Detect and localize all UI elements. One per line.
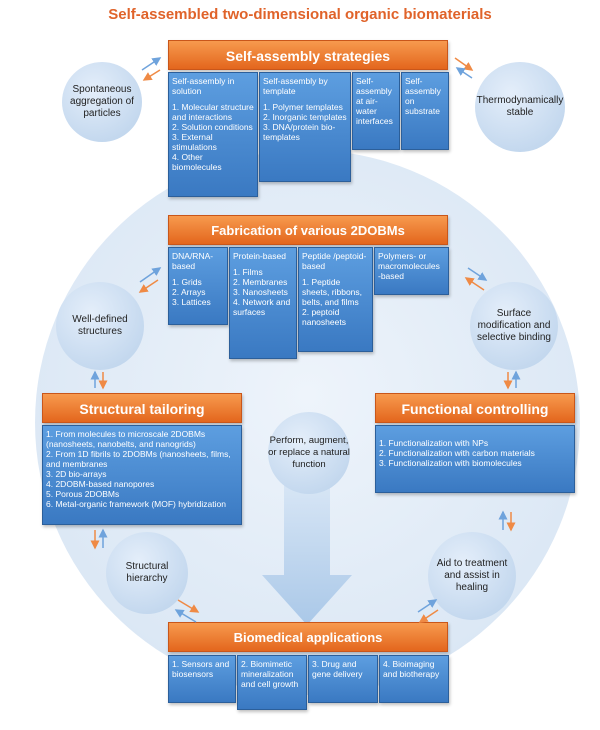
- fabrication-header: Fabrication of various 2DOBMs: [168, 215, 448, 245]
- structural-item: 3. 2D bio-arrays: [46, 469, 107, 479]
- strategy-col-template: Self-assembly by template 1. Polymer tem…: [259, 72, 351, 182]
- strategies-header: Self-assembly strategies: [168, 40, 448, 70]
- fabrication-col-protein: Protein-based 1. Films 2. Membranes 3. N…: [229, 247, 297, 359]
- strategy-col-heading: Self-assembly in solution: [172, 76, 235, 96]
- circle-label: Well-defined structures: [72, 314, 128, 337]
- arrow-orange: [177, 599, 200, 613]
- arrow-blue: [139, 267, 162, 283]
- strategy-item: 1. Molecular structure and interactions: [172, 102, 254, 122]
- circle-hierarchy: Structural hierarchy: [106, 532, 188, 614]
- fabrication-col-heading: Polymers- or macromolecules -based: [378, 251, 440, 281]
- circle-label: Spontaneous aggregation of particles: [70, 84, 134, 119]
- structural-item: 1. From molecules to microscale 2DOBMs (…: [46, 429, 206, 449]
- structural-item: 5. Porous 2DOBMs: [46, 489, 120, 499]
- strategy-col-heading: Self-assembly on substrate: [405, 76, 441, 116]
- fabrication-item: 3. Nanosheets: [233, 287, 288, 297]
- circle-label: Surface modification and selective bindi…: [477, 308, 551, 343]
- fabrication-col-heading: Peptide /peptoid-based: [302, 251, 367, 271]
- arrow-orange: [418, 609, 439, 623]
- structural-item: 2. From 1D fibrils to 2DOBMs (nanosheets…: [46, 449, 231, 469]
- strategy-col-heading: Self-assembly by template: [263, 76, 328, 96]
- fabrication-item: 1. Grids: [172, 277, 202, 287]
- structural-item: 4. 2DOBM-based nanopores: [46, 479, 155, 489]
- strategy-col-heading: Self-assembly at air-water interfaces: [356, 76, 393, 126]
- structural-items: 1. From molecules to microscale 2DOBMs (…: [42, 425, 242, 525]
- fabrication-item: 4. Network and surfaces: [233, 297, 291, 317]
- fabrication-item: 2. peptoid nanosheets: [302, 307, 346, 327]
- circle-center-function: Perform, augment, or replace a natural f…: [268, 412, 350, 494]
- diagram-title: Self-assembled two-dimensional organic b…: [108, 6, 492, 23]
- biomedical-col-mineralization: 2. Biomimetic mineralization and cell gr…: [237, 655, 307, 710]
- arrow-blue: [417, 599, 438, 613]
- circle-label: Thermodynamically stable: [476, 95, 564, 118]
- fabrication-col-heading: Protein-based: [233, 251, 286, 261]
- arrow-orange: [454, 57, 474, 71]
- arrow-orange: [142, 69, 161, 81]
- circle-label: Perform, augment, or replace a natural f…: [268, 435, 350, 470]
- biomedical-col-bioimaging: 4. Bioimaging and biotherapy: [379, 655, 449, 703]
- arrow-blue: [174, 609, 197, 623]
- fabrication-item: 1. Films: [233, 267, 263, 277]
- biomedical-item: 2. Biomimetic mineralization and cell gr…: [241, 659, 299, 689]
- functional-item: 3. Functionalization with biomolecules: [379, 458, 522, 468]
- structural-header: Structural tailoring: [42, 393, 242, 423]
- fabrication-col-dna: DNA/RNA-based 1. Grids 2. Arrays 3. Latt…: [168, 247, 228, 325]
- arrow-blue: [141, 57, 162, 71]
- fabrication-col-polymers: Polymers- or macromolecules -based: [374, 247, 449, 295]
- circle-spontaneous: Spontaneous aggregation of particles: [62, 62, 142, 142]
- circle-well-defined: Well-defined structures: [56, 282, 144, 370]
- strategy-col-air-water: Self-assembly at air-water interfaces: [352, 72, 400, 150]
- biomedical-item: 3. Drug and gene delivery: [312, 659, 363, 679]
- circle-label: Aid to treatment and assist in healing: [436, 558, 508, 593]
- strategy-item: 2. Inorganic templates: [263, 112, 347, 122]
- arrow-blue: [455, 67, 473, 79]
- fabrication-col-heading: DNA/RNA-based: [172, 251, 214, 271]
- biomedical-col-sensors: 1. Sensors and biosensors: [168, 655, 236, 703]
- strategy-item: 1. Polymer templates: [263, 102, 343, 112]
- functional-items: 1. Functionalization with NPs 2. Functio…: [375, 425, 575, 493]
- biomedical-header: Biomedical applications: [168, 622, 448, 652]
- strategy-item: 3. DNA/protein bio-templates: [263, 122, 336, 142]
- circle-aid: Aid to treatment and assist in healing: [428, 532, 516, 620]
- circle-label: Structural hierarchy: [125, 561, 169, 584]
- fabrication-col-peptide: Peptide /peptoid-based 1. Peptide sheets…: [298, 247, 373, 352]
- fabrication-item: 2. Membranes: [233, 277, 288, 287]
- strategy-col-substrate: Self-assembly on substrate: [401, 72, 449, 150]
- strategy-item: 3. External stimulations: [172, 132, 217, 152]
- strategy-item: 4. Other biomolecules: [172, 152, 222, 172]
- strategy-col-solution: Self-assembly in solution 1. Molecular s…: [168, 72, 258, 197]
- structural-item: 6. Metal-organic framework (MOF) hybridi…: [46, 499, 226, 509]
- fabrication-item: 2. Arrays: [172, 287, 206, 297]
- circle-surface: Surface modification and selective bindi…: [470, 282, 558, 370]
- strategy-item: 2. Solution conditions: [172, 122, 253, 132]
- functional-item: 2. Functionalization with carbon materia…: [379, 448, 535, 458]
- biomedical-item: 4. Bioimaging and biotherapy: [383, 659, 440, 679]
- arrow-orange: [464, 277, 485, 291]
- functional-item: 1. Functionalization with NPs: [379, 438, 489, 448]
- fabrication-item: 3. Lattices: [172, 297, 211, 307]
- arrow-orange: [138, 279, 159, 293]
- fabrication-item: 1. Peptide sheets, ribbons, belts, and f…: [302, 277, 363, 307]
- biomedical-col-drug: 3. Drug and gene delivery: [308, 655, 378, 703]
- circle-thermo: Thermodynamically stable: [475, 62, 565, 152]
- arrow-blue: [467, 267, 488, 281]
- functional-header: Functional controlling: [375, 393, 575, 423]
- biomedical-item: 1. Sensors and biosensors: [172, 659, 230, 679]
